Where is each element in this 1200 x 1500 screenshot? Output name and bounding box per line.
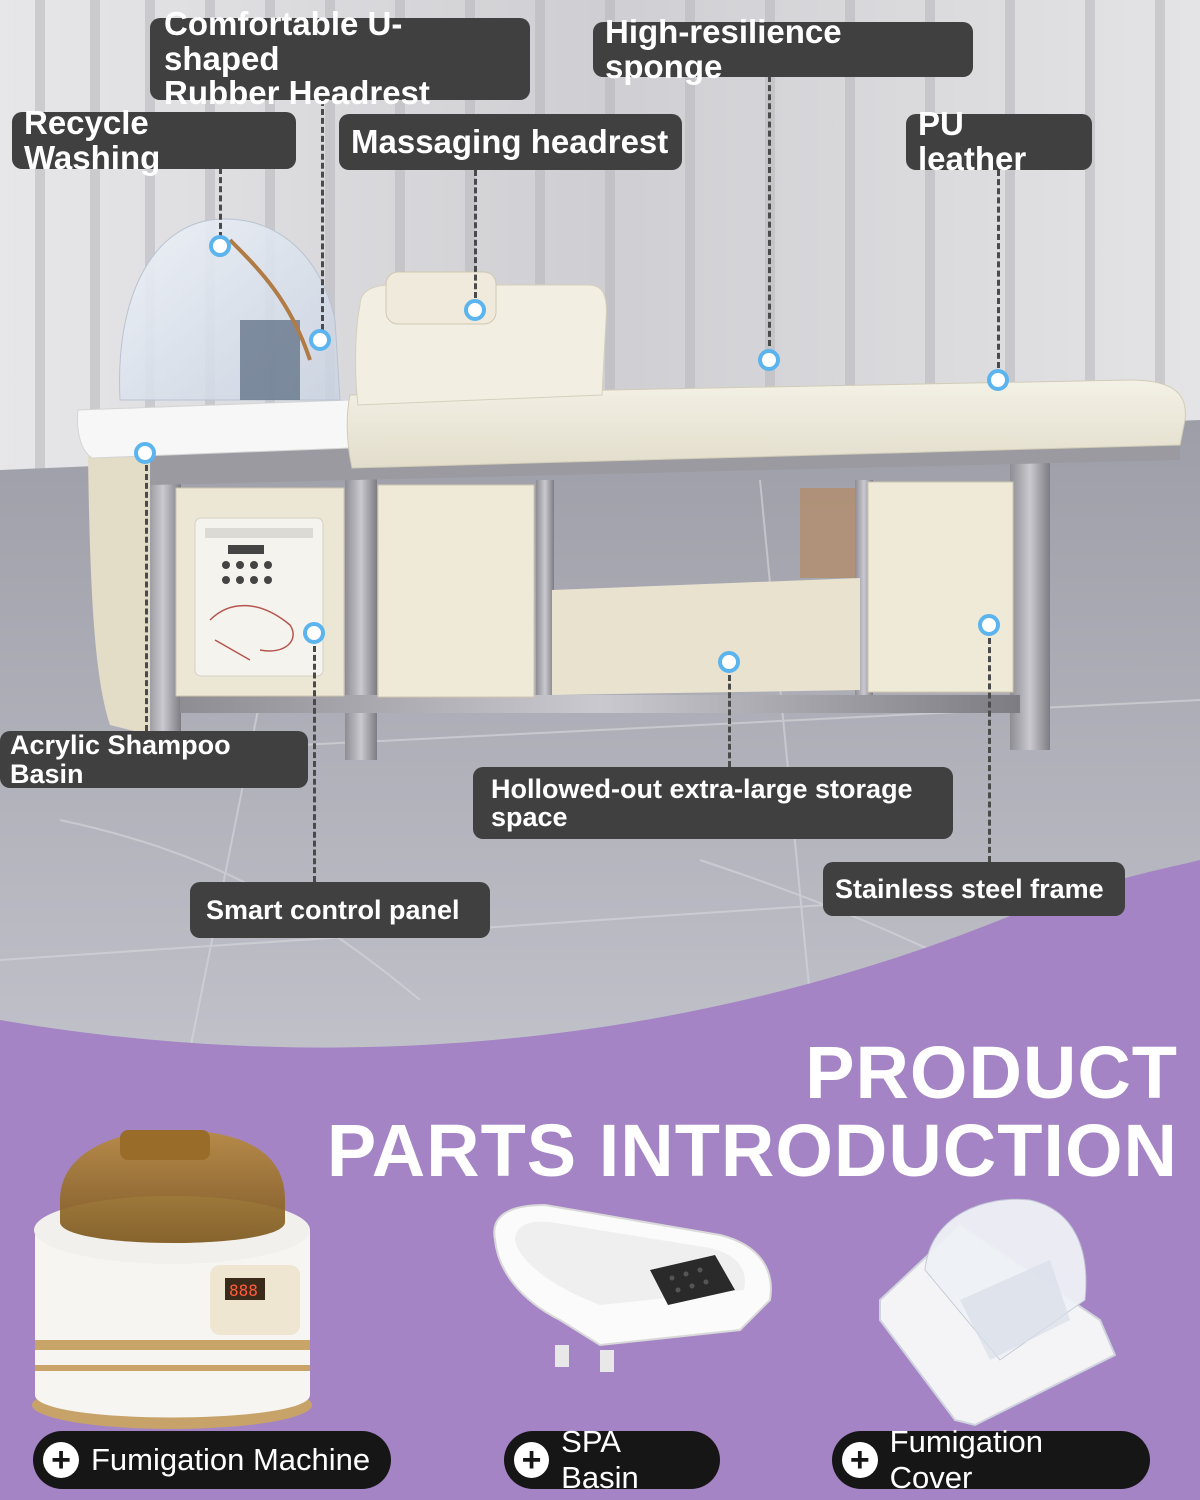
fumigation-machine-image: 888 [32, 1130, 312, 1429]
callout-recycle: Recycle Washing [12, 105, 296, 174]
part-fumigation-machine: + Fumigation Machine [33, 1431, 391, 1489]
fumigation-cover-image [879, 1198, 1117, 1427]
marker-steel-frame [978, 614, 1000, 636]
part-fumigation-cover: + Fumigation Cover [832, 1424, 1150, 1495]
callout-storage: Hollowed-out extra-large storage space [473, 767, 953, 839]
leader-pu-leather [997, 170, 1000, 368]
spa-basin-image [493, 1203, 772, 1372]
callout-pu-leather: PU leather [906, 107, 1092, 176]
marker-massaging [464, 299, 486, 321]
marker-sponge [758, 349, 780, 371]
callout-control-panel: Smart control panel [190, 882, 490, 938]
heading-line-1: PRODUCT [805, 1031, 1178, 1114]
leader-acrylic [145, 465, 148, 731]
heading-line-2: PARTS INTRODUCTION [326, 1109, 1178, 1192]
part-label: SPA Basin [561, 1424, 639, 1495]
plus-icon: + [514, 1442, 550, 1478]
leader-sponge [768, 76, 771, 346]
leader-storage [728, 675, 731, 767]
leader-recycle [219, 168, 222, 238]
marker-u-headrest [309, 329, 331, 351]
callout-massaging: Massaging headrest [339, 114, 682, 170]
callout-steel-frame: Stainless steel frame [823, 862, 1125, 916]
marker-pu-leather [987, 369, 1009, 391]
part-label: Fumigation Machine [91, 1442, 371, 1477]
marker-control-panel [303, 622, 325, 644]
part-spa-basin: + SPA Basin [504, 1424, 720, 1495]
callout-acrylic-basin: Acrylic Shampoo Basin [0, 731, 308, 788]
plus-icon: + [43, 1442, 79, 1478]
steamer-display: 888 [229, 1281, 258, 1300]
marker-acrylic [134, 442, 156, 464]
leader-control-panel [313, 646, 316, 882]
callout-sponge: High-resilience sponge [593, 14, 973, 83]
part-label: Fumigation Cover [889, 1424, 1044, 1495]
marker-recycle [209, 235, 231, 257]
leader-steel-frame [988, 638, 991, 862]
callout-u-headrest: Comfortable U-shaped Rubber Headrest [150, 6, 530, 110]
leader-massaging [474, 170, 477, 298]
leader-u-headrest [321, 100, 324, 330]
plus-icon: + [842, 1442, 878, 1478]
marker-storage [718, 651, 740, 673]
